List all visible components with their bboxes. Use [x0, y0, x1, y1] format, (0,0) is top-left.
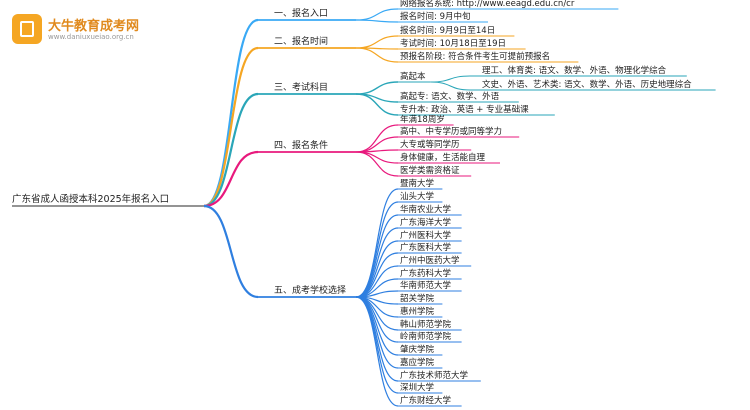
leaf-link-4-5: [355, 151, 399, 177]
leaf-4-3: 大专或等同学历: [400, 139, 460, 150]
leaf-4-4: 身体健康，生活能自理: [400, 152, 486, 163]
branch-link-2: [203, 46, 259, 208]
branch-link-4: [203, 150, 259, 208]
leaf-5-14: 肇庆学院: [400, 344, 435, 355]
branch-label-5: 五、成考学校选择: [274, 284, 346, 296]
leaf-link-5-18: [355, 296, 399, 407]
subleaf-2: 文史、外语、艺术类: 语文、数学、外语、历史地理综合: [482, 79, 692, 90]
leaf-4-1: 年满18周岁: [400, 114, 445, 125]
leaf-5-18: 广东财经大学: [400, 395, 452, 406]
branch-link-3: [203, 92, 259, 208]
leaf-5-5: 广州医科大学: [400, 230, 452, 241]
leaf-link-5-4: [355, 227, 399, 298]
leaf-link-5-3: [355, 214, 399, 298]
leaf-link-2-3: [355, 47, 399, 63]
branch-label-1: 一、报名入口: [274, 7, 328, 19]
book-icon: [12, 14, 42, 44]
leaf-4-5: 医学类需资格证: [400, 165, 460, 176]
leaf-5-2: 汕头大学: [400, 191, 435, 202]
leaf-5-17: 深圳大学: [400, 382, 435, 393]
leaf-5-6: 广东医科大学: [400, 242, 452, 253]
leaf-5-1: 暨南大学: [400, 178, 435, 189]
branch-label-2: 二、报名时间: [274, 35, 328, 47]
leaf-5-11: 惠州学院: [400, 306, 435, 317]
leaf-link-4-4: [355, 151, 399, 164]
leaf-5-13: 岭南师范学院: [400, 331, 452, 342]
leaf-5-15: 嘉应学院: [400, 357, 435, 368]
leaf-3-2: 高起专: 语文、数学、外语: [400, 91, 500, 102]
leaf-5-9: 华南师范大学: [400, 280, 452, 291]
leaf-link-3-3: [355, 93, 399, 116]
leaf-link-4-1: [355, 124, 399, 153]
leaf-5-10: 韶关学院: [400, 293, 435, 304]
leaf-3-3: 专升本: 政治、英语 + 专业基础课: [400, 104, 529, 115]
leaf-link-5-6: [355, 252, 399, 298]
leaf-link-1-1: [355, 8, 399, 21]
subleaf-link-1: [430, 75, 471, 83]
branch-link-5: [203, 204, 259, 299]
branch-label-3: 三、考试科目: [274, 81, 328, 93]
leaf-5-12: 韩山师范学院: [400, 319, 452, 330]
leaf-3-1: 高起本: [400, 71, 426, 82]
root-label: 广东省成人函授本科2025年报名入口: [12, 193, 169, 205]
leaf-1-2: 报名时间: 9月中旬: [400, 11, 470, 22]
leaf-5-16: 广东技术师范大学: [400, 370, 469, 381]
leaf-link-5-2: [355, 201, 399, 298]
leaf-5-8: 广东药科大学: [400, 268, 452, 279]
subleaf-1: 理工、体育类: 语文、数学、外语、物理化学综合: [482, 65, 667, 76]
leaf-1-1: 网络报名系统: http://www.eeagd.edu.cn/cr: [400, 0, 575, 9]
leaf-4-2: 高中、中专学历或同等学力: [400, 126, 502, 137]
leaf-2-1: 报名时间: 9月9日至14日: [400, 25, 495, 36]
leaf-5-7: 广州中医药大学: [400, 255, 460, 266]
leaf-5-4: 广东海洋大学: [400, 217, 452, 228]
leaf-2-3: 预报名阶段: 符合条件考生可提前预报名: [400, 51, 550, 62]
subleaf-link-2: [430, 81, 471, 91]
branch-label-4: 四、报名条件: [274, 139, 328, 151]
leaf-link-5-16: [355, 296, 399, 382]
leaf-link-1-2: [355, 19, 399, 23]
leaf-5-3: 华南农业大学: [400, 204, 452, 215]
site-logo: 大牛教育成考网 www.daniuxueiao.org.cn: [12, 14, 152, 48]
leaf-link-3-1: [355, 81, 399, 95]
logo-url: www.daniuxueiao.org.cn: [48, 33, 134, 41]
leaf-link-2-1: [355, 35, 399, 49]
leaf-2-2: 考试时间: 10月18日至19日: [400, 38, 506, 49]
logo-name: 大牛教育成考网: [48, 19, 140, 34]
